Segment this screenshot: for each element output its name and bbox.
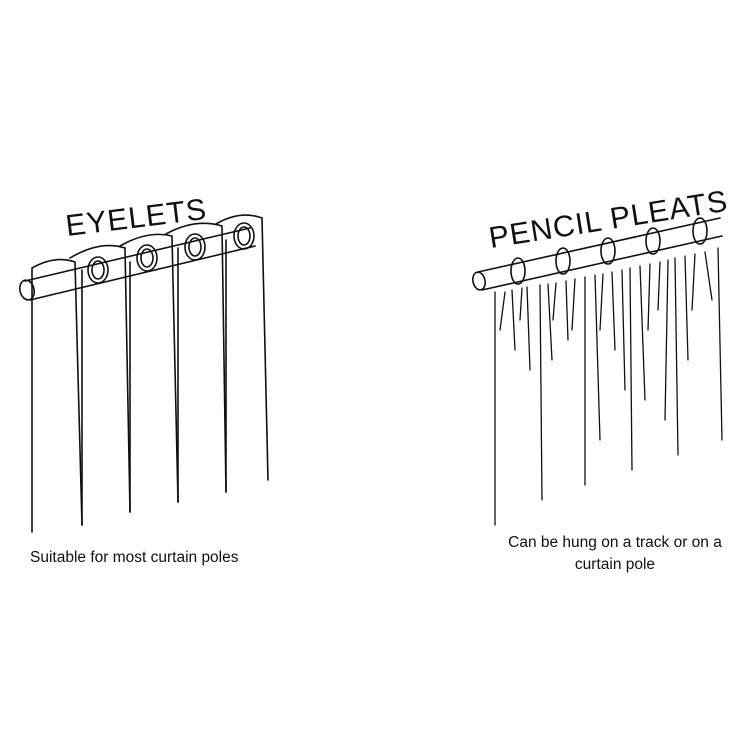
eyelet-ring bbox=[136, 244, 158, 272]
eyelets-caption: Suitable for most curtain poles bbox=[30, 549, 239, 566]
eyelet-ring-inner bbox=[188, 237, 202, 257]
eyelet-pole bbox=[24, 227, 256, 301]
eyelet-curtain-illustration bbox=[19, 214, 269, 533]
eyelet-panel bbox=[119, 233, 179, 513]
pencil-pleats-caption: Can be hung on a track or on a curtain p… bbox=[485, 532, 745, 576]
pole-end bbox=[472, 271, 486, 291]
pleat-lines bbox=[494, 247, 723, 526]
eyelet-panel bbox=[165, 222, 227, 503]
caption-line: curtain pole bbox=[574, 556, 656, 573]
eyelet-ring bbox=[233, 222, 255, 250]
pleat-ring bbox=[692, 217, 708, 245]
pleat-ring bbox=[645, 227, 661, 255]
eyelet-panel bbox=[31, 258, 83, 533]
eyelet-ring bbox=[87, 256, 109, 284]
caption-line: Can be hung on a track or on a bbox=[508, 534, 722, 551]
eyelet-panel bbox=[69, 244, 131, 526]
eyelet-ring-inner bbox=[237, 226, 251, 246]
pencil-pleat-illustration bbox=[472, 217, 723, 526]
pole-end bbox=[19, 279, 35, 301]
eyelet-ring-inner bbox=[140, 248, 154, 268]
eyelet-ring-inner bbox=[91, 260, 105, 280]
pleat-ring bbox=[510, 257, 526, 285]
pleat-ring bbox=[600, 237, 616, 265]
eyelet-panel bbox=[215, 214, 269, 493]
eyelet-ring bbox=[184, 233, 206, 261]
pleat-ring bbox=[555, 247, 571, 275]
